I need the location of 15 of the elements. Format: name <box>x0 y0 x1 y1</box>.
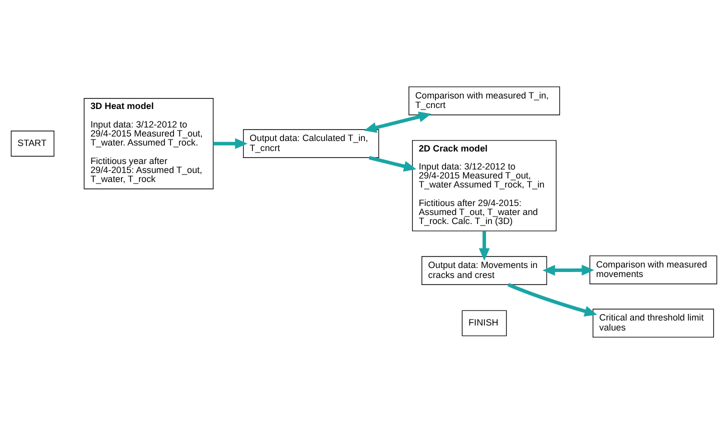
arrow <box>478 230 490 260</box>
node-box: 3D Heat model Input data: 3/12-2012 to 29/4-2015 Measured T_out, T_water. Assumed T_rock. Fictitious year after 29/4-2015: Assumed T_out, T_water, T_rock <box>84 98 214 189</box>
node-box: Output data: Calculated T_in, T_cncrt <box>243 128 380 158</box>
arrow <box>364 111 432 132</box>
node-box: FINISH <box>462 310 507 336</box>
node-box: Critical and threshold limit values <box>592 308 714 338</box>
node-box: Output data: Movements in cracks and crest <box>422 256 548 284</box>
node-box: Comparison with measured T_in, T_cncrt <box>408 86 560 115</box>
node-box: 2D Crack model Input data: 3/12-2012 to 29/4-2015 Measured T_out, T_water Assumed T_rock, T_in Fictitious after 29/4-2015: Assumed T_out, T_water and T_rock. Calc. T_in (3D) <box>412 140 557 231</box>
node-box: Comparison with measured movements <box>590 254 718 284</box>
arrow <box>508 282 598 316</box>
arrow <box>213 138 248 149</box>
arrow <box>368 155 416 172</box>
node-box: START <box>10 130 54 156</box>
arrow <box>542 264 594 276</box>
